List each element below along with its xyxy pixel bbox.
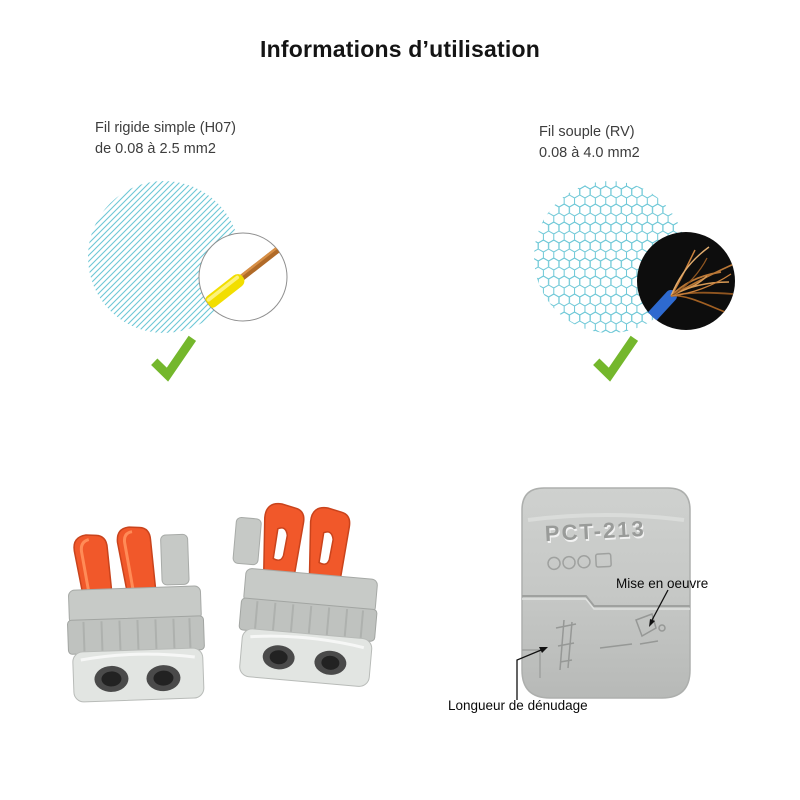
flexible-wire-label-line1: Fil souple (RV) [539,124,635,140]
strip-length-gauge [555,619,577,671]
checkmark-icon [151,335,197,382]
insulation-highlight [206,275,240,302]
strip-length-leader-line [516,647,547,700]
annotation-arrowheads [539,619,655,653]
rigid-wire-label-line1: Fil rigide simple (H07) [95,120,237,136]
solid-wire-illustration [205,246,280,308]
body-groove-highlight [522,598,690,610]
flexible-wire-label: Fil souple (RV) 0.08 à 4.0 mm2 [539,122,640,164]
implementation-leader-line [650,589,669,623]
copper-core [237,247,280,282]
rigid-wire-pattern-circle [88,181,240,333]
flexible-wire-check-icon [593,335,639,382]
wire-port-hole [101,671,122,687]
copper-highlight [236,246,279,280]
body-groove [522,595,690,607]
mounting-tab [232,517,262,566]
rigid-wire-photo-circle [198,232,288,322]
connector-model-text: PCT-213 [544,516,646,546]
lever-icon [308,506,351,588]
lever-icon [262,502,305,582]
rigid-wire-label: Fil rigide simple (H07) de 0.08 à 2.5 mm… [95,118,236,160]
flexible-wire-photo-circle [637,232,735,330]
copper-strands [670,246,735,313]
lever-icon [73,534,114,605]
certification-marks [547,552,612,571]
annotation-strip-length: Longueur de dénudage [448,698,588,713]
lever-highlight [122,530,136,594]
page-title: Informations d’utilisation [260,36,540,62]
wire-port-hole [153,670,174,686]
wire-port-hole [321,655,340,670]
wire-port-hole [269,650,288,665]
arrowhead-icon [649,619,655,627]
annotation-lines [516,589,669,700]
implementation-pictogram [599,613,666,649]
checkmark-icon [593,335,639,382]
mounting-tab [160,533,190,586]
connector-ribs [82,618,192,652]
lever-highlight [79,538,92,600]
hatched-circle [88,181,240,333]
connector-model-emboss: PCT-213 PCT-213 [544,516,647,548]
body-top-highlight [527,513,685,522]
annotation-implementation: Mise en oeuvre [616,576,709,591]
flexible-wire-label-line2: 0.08 à 4.0 mm2 [539,145,640,162]
connector-ribs [254,601,365,639]
arrowhead-icon [539,647,548,653]
housing-highlight [80,652,195,662]
lever-icon [116,526,157,600]
housing-highlight [250,634,365,650]
rigid-wire-check-icon [151,335,197,382]
connector-model-shadow: PCT-213 [545,518,647,548]
rigid-wire-label-line2: de 0.08 à 2.5 mm2 [95,141,216,158]
orange-levers [73,526,157,605]
connector-photo-right [232,502,378,687]
connectors-photo [67,502,378,703]
yellow-insulation [205,274,245,308]
connector-diagram: PCT-213 PCT-213 [516,487,691,700]
connector-photo-left [67,526,205,703]
